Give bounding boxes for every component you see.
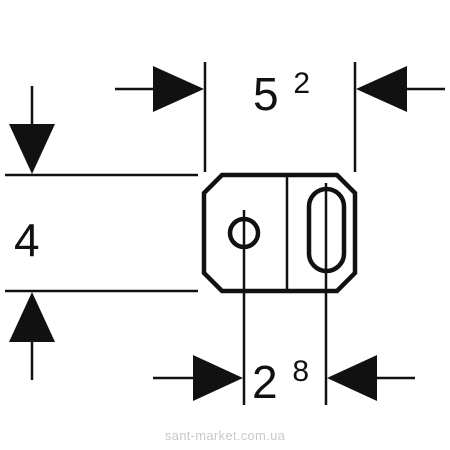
width-label: 5 2 bbox=[253, 67, 310, 120]
spacing-arrow-left bbox=[193, 355, 243, 401]
spacing-arrow-right bbox=[327, 355, 377, 401]
hole-spacing-dimension: 2 8 bbox=[153, 183, 415, 408]
height-dimension: 4 bbox=[5, 86, 198, 380]
width-superscript: 2 bbox=[293, 67, 310, 100]
plate-outline bbox=[201, 172, 358, 294]
height-label: 4 bbox=[14, 214, 40, 266]
watermark-text: sant-market.com.ua bbox=[164, 428, 286, 443]
spacing-label: 2 8 bbox=[252, 355, 309, 408]
width-arrow-right bbox=[356, 66, 407, 112]
spacing-superscript: 8 bbox=[292, 355, 309, 388]
height-arrow-top bbox=[9, 124, 55, 174]
mounting-plate bbox=[201, 172, 358, 294]
width-arrow-left bbox=[153, 66, 204, 112]
spacing-value: 2 bbox=[252, 356, 278, 408]
width-value: 5 bbox=[253, 68, 279, 120]
width-dimension: 5 2 bbox=[115, 62, 445, 172]
height-arrow-bottom bbox=[9, 292, 55, 342]
